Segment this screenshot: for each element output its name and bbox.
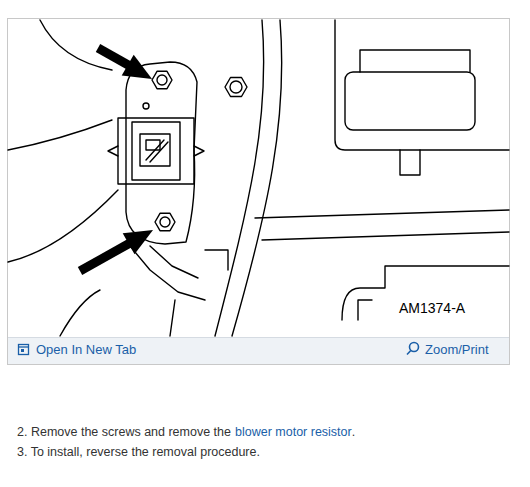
line-art	[8, 20, 509, 336]
step-text: 2. Remove the screws and remove the	[17, 425, 231, 440]
step-link: blower motor resistor	[235, 425, 352, 440]
toolbar-divider	[8, 337, 509, 338]
figure-toolbar	[8, 337, 509, 364]
open-tab-icon	[19, 345, 29, 355]
callout-arrows	[80, 48, 153, 271]
figure-frame	[8, 19, 510, 365]
step-text: .	[352, 425, 355, 440]
magnifier-icon	[407, 343, 419, 355]
step-text: 3. To install, reverse the removal proce…	[17, 445, 260, 460]
toolbar-link: Open In New Tab	[36, 342, 136, 358]
figure-id: AM1374-A	[399, 300, 465, 317]
toolbar-link: Zoom/Print	[425, 342, 489, 358]
